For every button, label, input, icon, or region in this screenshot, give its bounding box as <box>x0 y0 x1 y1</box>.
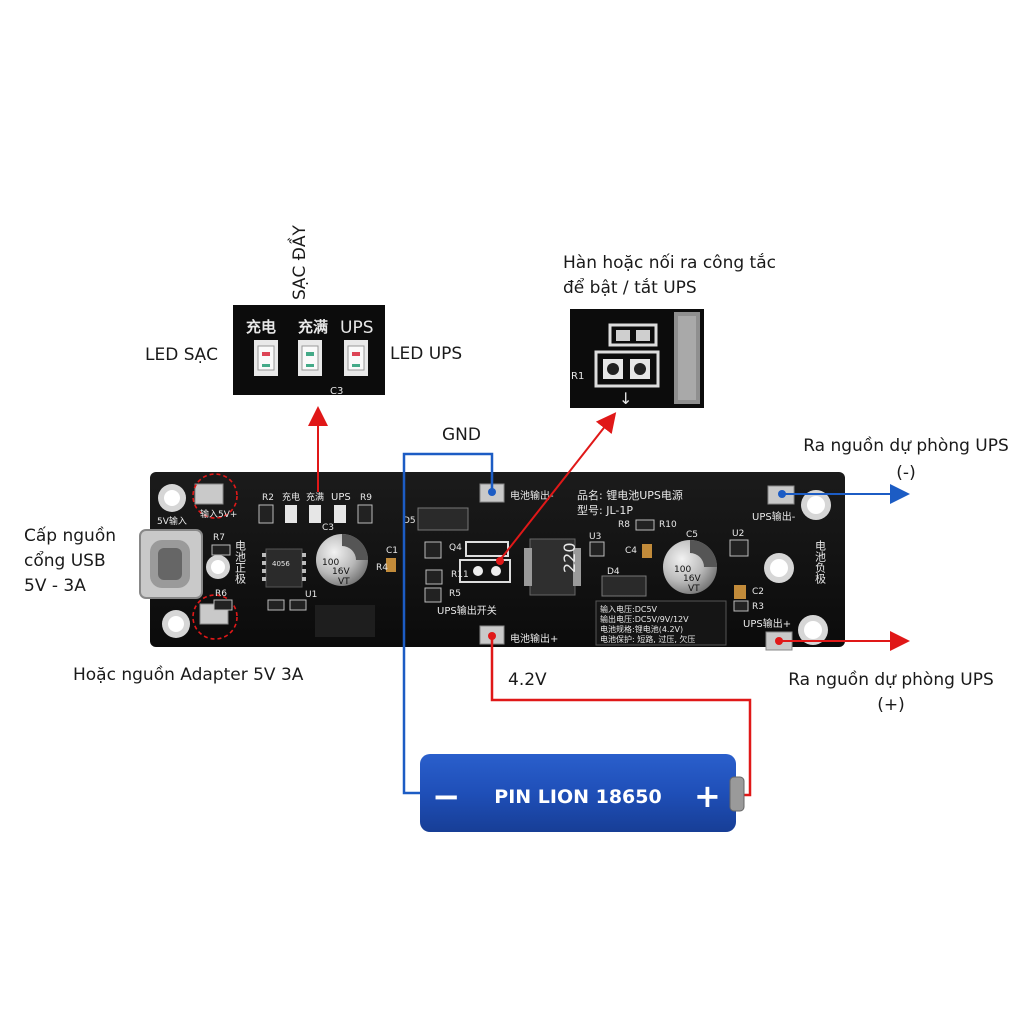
sac-day-label: SẠC ĐẦY <box>290 225 310 300</box>
board-cap-left-2: 16V <box>332 567 350 577</box>
mount-hole-icon <box>801 490 831 520</box>
board-c5: C5 <box>686 530 698 540</box>
board-ups-out-neg: UPS输出- <box>752 510 796 523</box>
board-d4: D4 <box>607 567 620 577</box>
board-led-charge: 充电 <box>282 491 300 503</box>
board-c1: C1 <box>386 546 398 556</box>
board-batt-out-neg: 电池输出- <box>510 489 554 502</box>
board-r7: R7 <box>213 533 225 543</box>
board-chip-label: 4056 <box>272 560 290 568</box>
board-cap-left-3: VT <box>338 577 350 587</box>
led-inset-charge-text: 充电 <box>246 318 276 336</box>
battery-icon <box>420 754 745 832</box>
led-ups-label: LED UPS <box>390 344 463 364</box>
board-model: 型号: JL-1P <box>577 503 633 517</box>
board-c4: C4 <box>625 546 637 556</box>
board-u2: U2 <box>732 529 744 539</box>
led-inset-ups-text: UPS <box>340 318 374 338</box>
board-r3: R3 <box>752 602 764 612</box>
usb-label-line3: 5V - 3A <box>24 576 86 596</box>
board-r4: R4 <box>376 563 388 573</box>
board-spec-4: 电池保护: 短路, 过压, 欠压 <box>600 634 695 644</box>
board-batt-out-pos: 电池输出+ <box>510 632 558 645</box>
board-input-5v-label: 5V输入 <box>157 515 187 527</box>
board-c2: C2 <box>752 587 764 597</box>
board-r9: R9 <box>360 493 372 503</box>
switch-inset-arrow: ↓ <box>619 389 632 408</box>
board-u1: U1 <box>305 590 317 600</box>
gnd-label: GND <box>442 425 481 445</box>
capacitor-icon <box>316 534 368 586</box>
switch-label-line2: để bật / tắt UPS <box>563 278 697 298</box>
usb-label-line2: cổng USB <box>24 551 106 571</box>
led-full-icon <box>298 340 322 376</box>
battery-plus: + <box>694 777 721 815</box>
ups-out-pos-label-line1: Ra nguồn dự phòng UPS <box>788 670 994 690</box>
board-spec-2: 输出电压:DC5V/9V/12V <box>600 614 689 624</box>
board-cap-left-1: 100 <box>322 558 339 568</box>
board-ups-out-pos: UPS输出+ <box>743 617 791 630</box>
input-pad-highlight <box>192 473 238 519</box>
battery-minus: − <box>432 777 461 817</box>
mount-hole-icon <box>798 615 828 645</box>
led-sac-label: LED SẠC <box>145 345 218 365</box>
switch-pointer-arrow <box>499 412 617 561</box>
board-ups-switch: UPS输出开关 <box>437 604 497 617</box>
battery-name: PIN LION 18650 <box>494 786 661 808</box>
led-inset-c-label: C3 <box>330 386 343 397</box>
board-r5: R5 <box>449 589 461 599</box>
adapter-label: Hoặc nguồn Adapter 5V 3A <box>73 665 304 685</box>
input-pad-highlight <box>192 594 238 640</box>
v42-wire <box>490 636 752 797</box>
switch-inset-r1: R1 <box>571 371 584 382</box>
board-d5: D5 <box>403 516 416 526</box>
board-r2: R2 <box>262 493 274 503</box>
led-charge-icon <box>254 340 278 376</box>
board-r11: R11 <box>451 570 469 580</box>
board-u3: U3 <box>589 532 601 542</box>
board-battery-neg: 电池负极 <box>814 540 827 585</box>
usb-c-port-icon <box>139 529 203 599</box>
mount-hole-icon <box>162 610 190 638</box>
board-led-ups: UPS <box>331 492 351 503</box>
board-spec-1: 输入电压:DC5V <box>600 604 658 614</box>
pcb-board: 5V输入 输入5V+ R7 R6 R2 充电 充满 UPS R9 电池正极 40… <box>139 472 845 651</box>
board-battery-pos: 电池正极 <box>234 540 247 585</box>
board-cap-right-3: VT <box>688 584 700 594</box>
led-inset: 充电 充满 UPS C3 <box>233 305 385 397</box>
board-input-5v-label-2: 输入5V+ <box>200 508 237 520</box>
capacitor-icon <box>663 540 717 594</box>
mount-hole-icon <box>206 555 230 579</box>
board-cap-right-1: 100 <box>674 565 691 575</box>
inductor-icon <box>524 538 581 596</box>
board-spec-3: 电池规格:锂电池(4.2V) <box>600 624 683 634</box>
switch-label-line1: Hàn hoặc nối ra công tắc <box>563 253 776 273</box>
gnd-wire <box>402 452 494 795</box>
v42-label: 4.2V <box>508 670 547 690</box>
board-product-name: 品名: 锂电池UPS电源 <box>577 488 683 502</box>
board-led-full: 充满 <box>306 491 324 503</box>
board-r6: R6 <box>215 589 227 599</box>
ups-out-neg-label-line2: (-) <box>896 463 916 483</box>
usb-label-line1: Cấp nguồn <box>24 526 116 546</box>
board-q4: Q4 <box>449 543 462 553</box>
ic-chip-icon <box>262 548 306 588</box>
mount-hole-icon <box>764 553 794 583</box>
board-c3: C3 <box>322 523 334 533</box>
board-cap-right-2: 16V <box>683 574 701 584</box>
board-r8: R8 <box>618 520 630 530</box>
mount-hole-icon <box>158 484 186 512</box>
switch-inset: R1 ↓ <box>570 309 704 408</box>
ups-out-neg-label-line1: Ra nguồn dự phòng UPS <box>803 436 1009 456</box>
board-inductor-label: 220 <box>560 542 579 573</box>
board-r10: R10 <box>659 520 677 530</box>
led-inset-full-text: 充满 <box>298 318 328 336</box>
led-ups-icon <box>344 340 368 376</box>
ups-out-pos-label-line2: (+) <box>877 695 905 715</box>
